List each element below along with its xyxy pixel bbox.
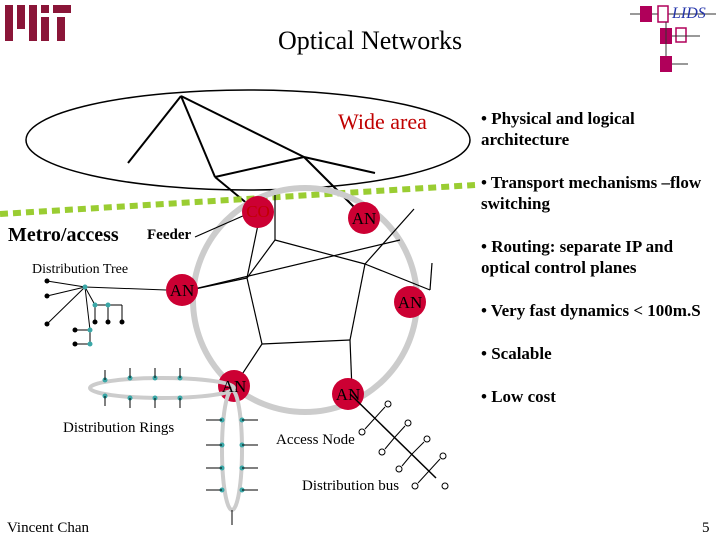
metro-access-label: Metro/access <box>8 224 119 246</box>
feeder-label: Feeder <box>147 227 192 243</box>
page-number: 5 <box>702 520 710 536</box>
bullet-item: • Scalable <box>481 344 552 363</box>
distribution-tree-endpoints <box>44 278 125 347</box>
feeder-line <box>194 214 246 238</box>
an-node-left <box>166 274 198 306</box>
distribution-bus-line <box>349 393 437 479</box>
bullet-item: • Physical and logical architecture <box>481 109 635 149</box>
ring-nodes <box>166 196 426 410</box>
an-node-left-label: AN <box>169 281 195 300</box>
co-node-label: CO <box>246 202 270 221</box>
distribution-bus-taps <box>358 400 449 490</box>
distribution-bus-label: Distribution bus <box>302 478 400 494</box>
distribution-tree-label: Distribution Tree <box>32 262 129 277</box>
author-name: Vincent Chan <box>7 520 89 536</box>
lids-logo <box>630 5 716 72</box>
bullet-item: • Very fast dynamics < 100m.S <box>481 301 701 320</box>
access-node-label: Access Node <box>276 432 355 448</box>
wide-area-label: Wide area <box>338 109 427 134</box>
an-node-top <box>348 202 380 234</box>
an-node-bottom <box>332 378 364 410</box>
distribution-rings-label: Distribution Rings <box>63 420 175 436</box>
lids-logo-text: LIDS <box>672 5 706 22</box>
an-node-right-label: AN <box>397 293 423 312</box>
page-title: Optical Networks <box>277 26 463 55</box>
distribution-tree-nodes <box>82 284 111 347</box>
distribution-ring-stubs <box>104 368 258 525</box>
bullet-item: • Low cost <box>481 387 556 406</box>
co-node <box>242 196 274 228</box>
bullet-item: • Transport mechanisms –flow switching <box>481 173 702 213</box>
an-node-top-label: AN <box>351 209 377 228</box>
bullet-list: • Physical and logical architecture • Tr… <box>481 108 717 429</box>
an-node-bottom-left-label: AN <box>221 377 247 396</box>
an-node-bottom-label: AN <box>335 385 361 404</box>
wide-area-ellipse <box>25 89 471 191</box>
an-node-right <box>394 286 426 318</box>
distribution-tree <box>46 280 167 345</box>
distribution-ring-nodes <box>102 375 245 493</box>
mit-logo <box>5 5 71 41</box>
wide-area-boundary-line <box>0 182 476 217</box>
bullet-item: • Routing: separate IP and optical contr… <box>481 237 674 277</box>
